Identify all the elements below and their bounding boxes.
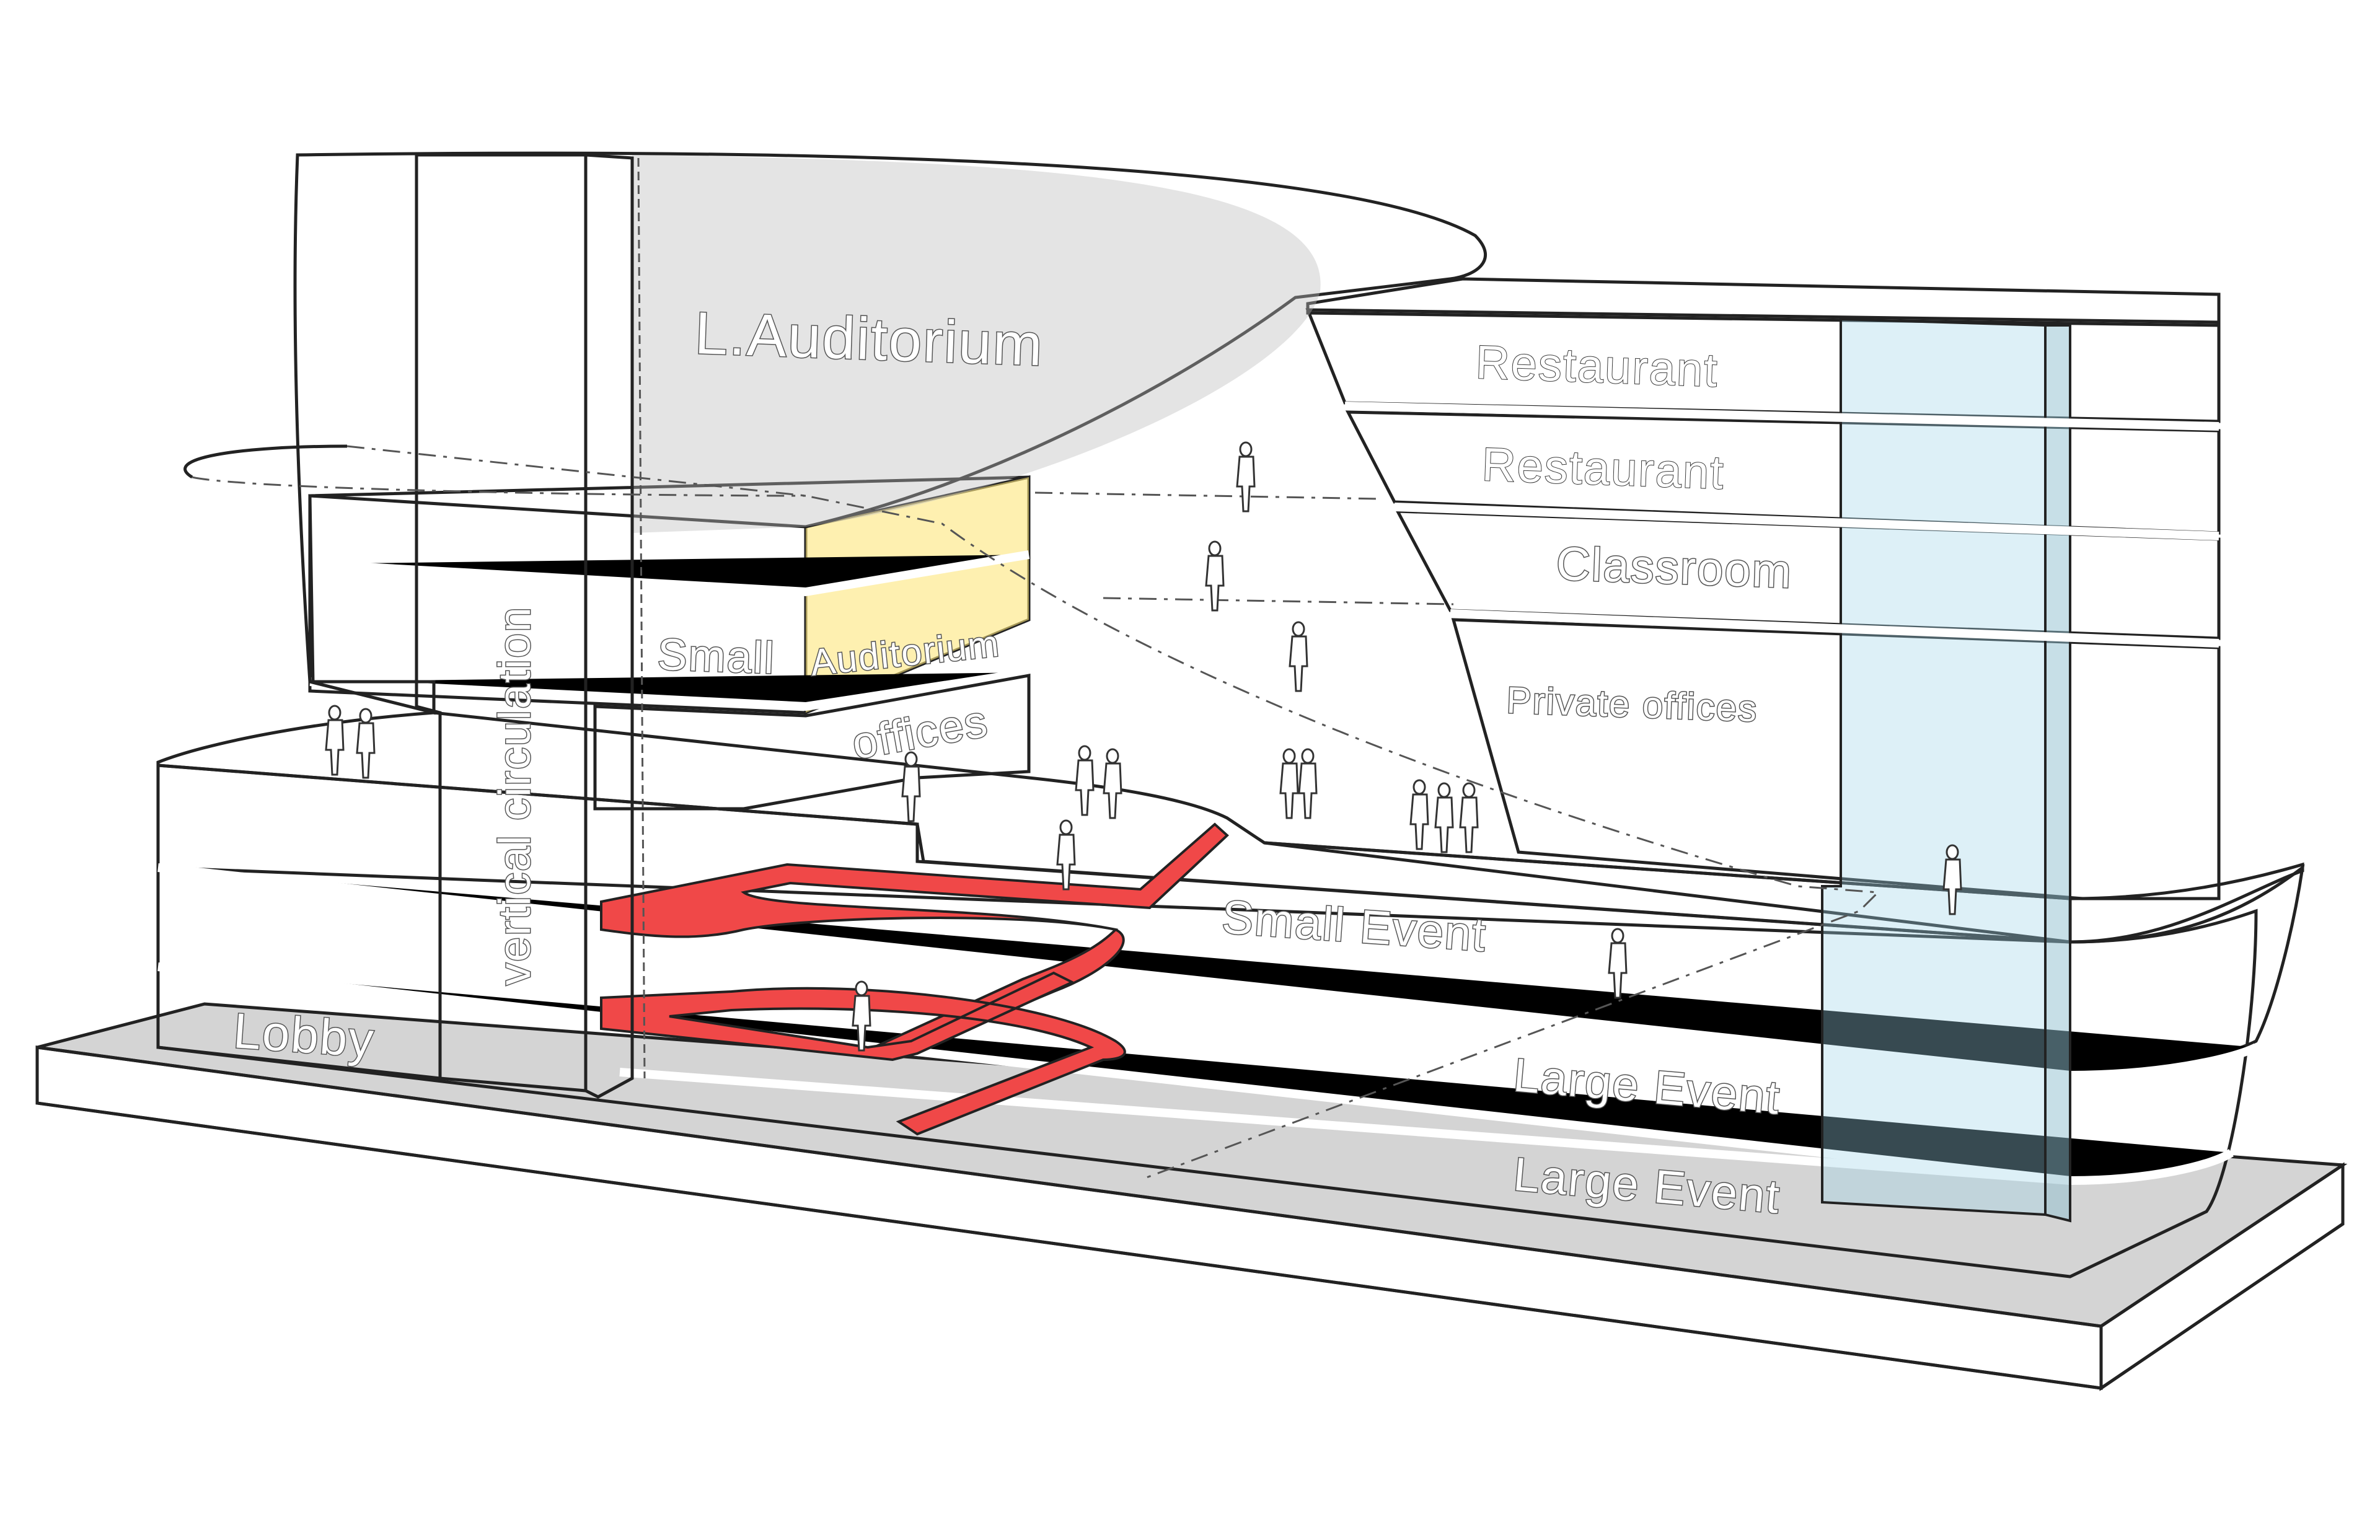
room-labels: L.Auditorium Restaurant Restaurant Class… [231,299,1794,1225]
offices-volume [593,674,1031,811]
person-icon [1236,441,1256,513]
base-plinth [35,1002,2348,1391]
label-private-offices: Private offices [1506,679,1759,729]
label-restaurant-upper: Restaurant [1474,336,1719,397]
vertical-circulation-shaft [415,153,646,1099]
person-icon [1409,779,1429,850]
person-icon [1289,621,1308,692]
person-icon [1056,819,1076,891]
person-icon [1298,748,1318,819]
person-icon [1279,748,1299,819]
person-icon [356,708,376,779]
person-icon [1942,844,1962,915]
person-icon [1075,745,1095,816]
restaurant-band-1 [1305,308,2221,423]
person-icon [325,705,345,776]
label-classroom: Classroom [1555,537,1793,598]
person-icon [1608,928,1628,999]
private-offices-band [1451,618,2221,900]
person-icon [1103,748,1122,819]
right-tower [1305,277,2221,1223]
label-restaurant-lower: Restaurant [1481,438,1725,499]
podium-terrace [156,711,2072,944]
label-large-auditorium: L.Auditorium [694,300,1044,379]
person-icon [901,751,921,822]
label-lobby: Lobby [232,1003,377,1068]
label-small-event: Small Event [1220,891,1488,962]
person-icon [1205,540,1225,612]
person-icon [1459,782,1479,853]
people-figures [325,441,1962,1052]
red-ramp [600,822,1229,1136]
label-vertical-circulation: vertical circulation [490,606,540,985]
label-small-auditorium-1: Small [656,630,776,684]
right-glass-shaft [1821,317,2047,1217]
large-auditorium [183,151,1488,715]
person-icon [852,980,871,1052]
small-auditorium-block [308,475,1031,811]
label-offices: offices [848,697,992,769]
person-icon [1434,782,1454,853]
